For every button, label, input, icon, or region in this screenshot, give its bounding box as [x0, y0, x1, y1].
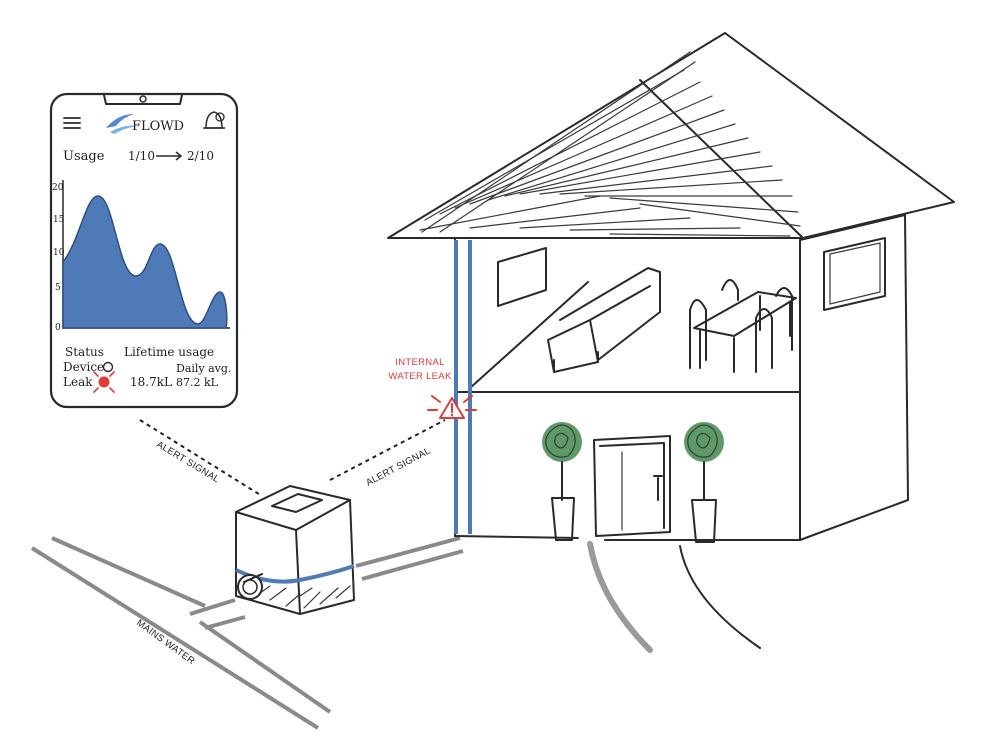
usage-label: Usage [63, 149, 105, 164]
daily-label: Daily avg. [176, 362, 231, 375]
house [387, 32, 955, 653]
usage-area [62, 195, 228, 329]
front-door [593, 435, 671, 537]
lifetime-label: Lifetime usage [124, 345, 214, 359]
leak-indicator-icon [93, 371, 115, 393]
y-tick-15: 15 [53, 215, 65, 225]
roof-shingles [419, 51, 801, 237]
dining-table [689, 279, 797, 373]
device-state: Leak [63, 375, 93, 389]
mains-water-label: MAINS WATER [134, 618, 197, 668]
roof [387, 32, 955, 239]
app-title: FLOWD [132, 119, 184, 134]
alert-signal-line-house [329, 419, 446, 481]
device-status-indicator [102, 361, 114, 373]
lifetime-value: 18.7kL [130, 375, 172, 389]
menu-icon[interactable] [63, 117, 81, 129]
wall-picture [497, 247, 547, 307]
internal-water-pipe [454, 240, 472, 534]
plant-right [684, 422, 724, 543]
side-window [823, 237, 886, 311]
flowd-device [235, 485, 355, 615]
plant-left [542, 422, 582, 541]
garden-path [587, 541, 653, 653]
alert-signal-label-left: ALERT SIGNAL [154, 439, 221, 485]
alert-signal-label-right: ALERT SIGNAL [364, 445, 432, 488]
leak-warning-icon [427, 395, 477, 419]
date-from: 1/10 [128, 149, 155, 163]
alert-signal-line-phone [139, 419, 263, 497]
usage-chart: 20 15 10 5 0 [52, 180, 230, 333]
date-to: 2/10 [187, 149, 214, 163]
y-tick-10: 10 [53, 248, 65, 258]
daily-value: 87.2 kL [176, 376, 219, 389]
flowd-logo-icon [106, 114, 138, 134]
sofa [547, 267, 661, 373]
mains-water-pipes [30, 536, 464, 730]
bell-icon[interactable] [203, 111, 225, 129]
device-label: Device [63, 360, 104, 374]
status-label: Status [65, 345, 104, 359]
leak-label-line1: INTERNAL [395, 357, 444, 368]
arrow-right-icon [156, 151, 183, 161]
path-edge [679, 545, 761, 649]
y-tick-20: 20 [52, 183, 64, 193]
leak-label-line2: WATER LEAK [388, 371, 452, 382]
y-tick-0: 0 [55, 323, 61, 333]
y-tick-5: 5 [55, 283, 61, 293]
